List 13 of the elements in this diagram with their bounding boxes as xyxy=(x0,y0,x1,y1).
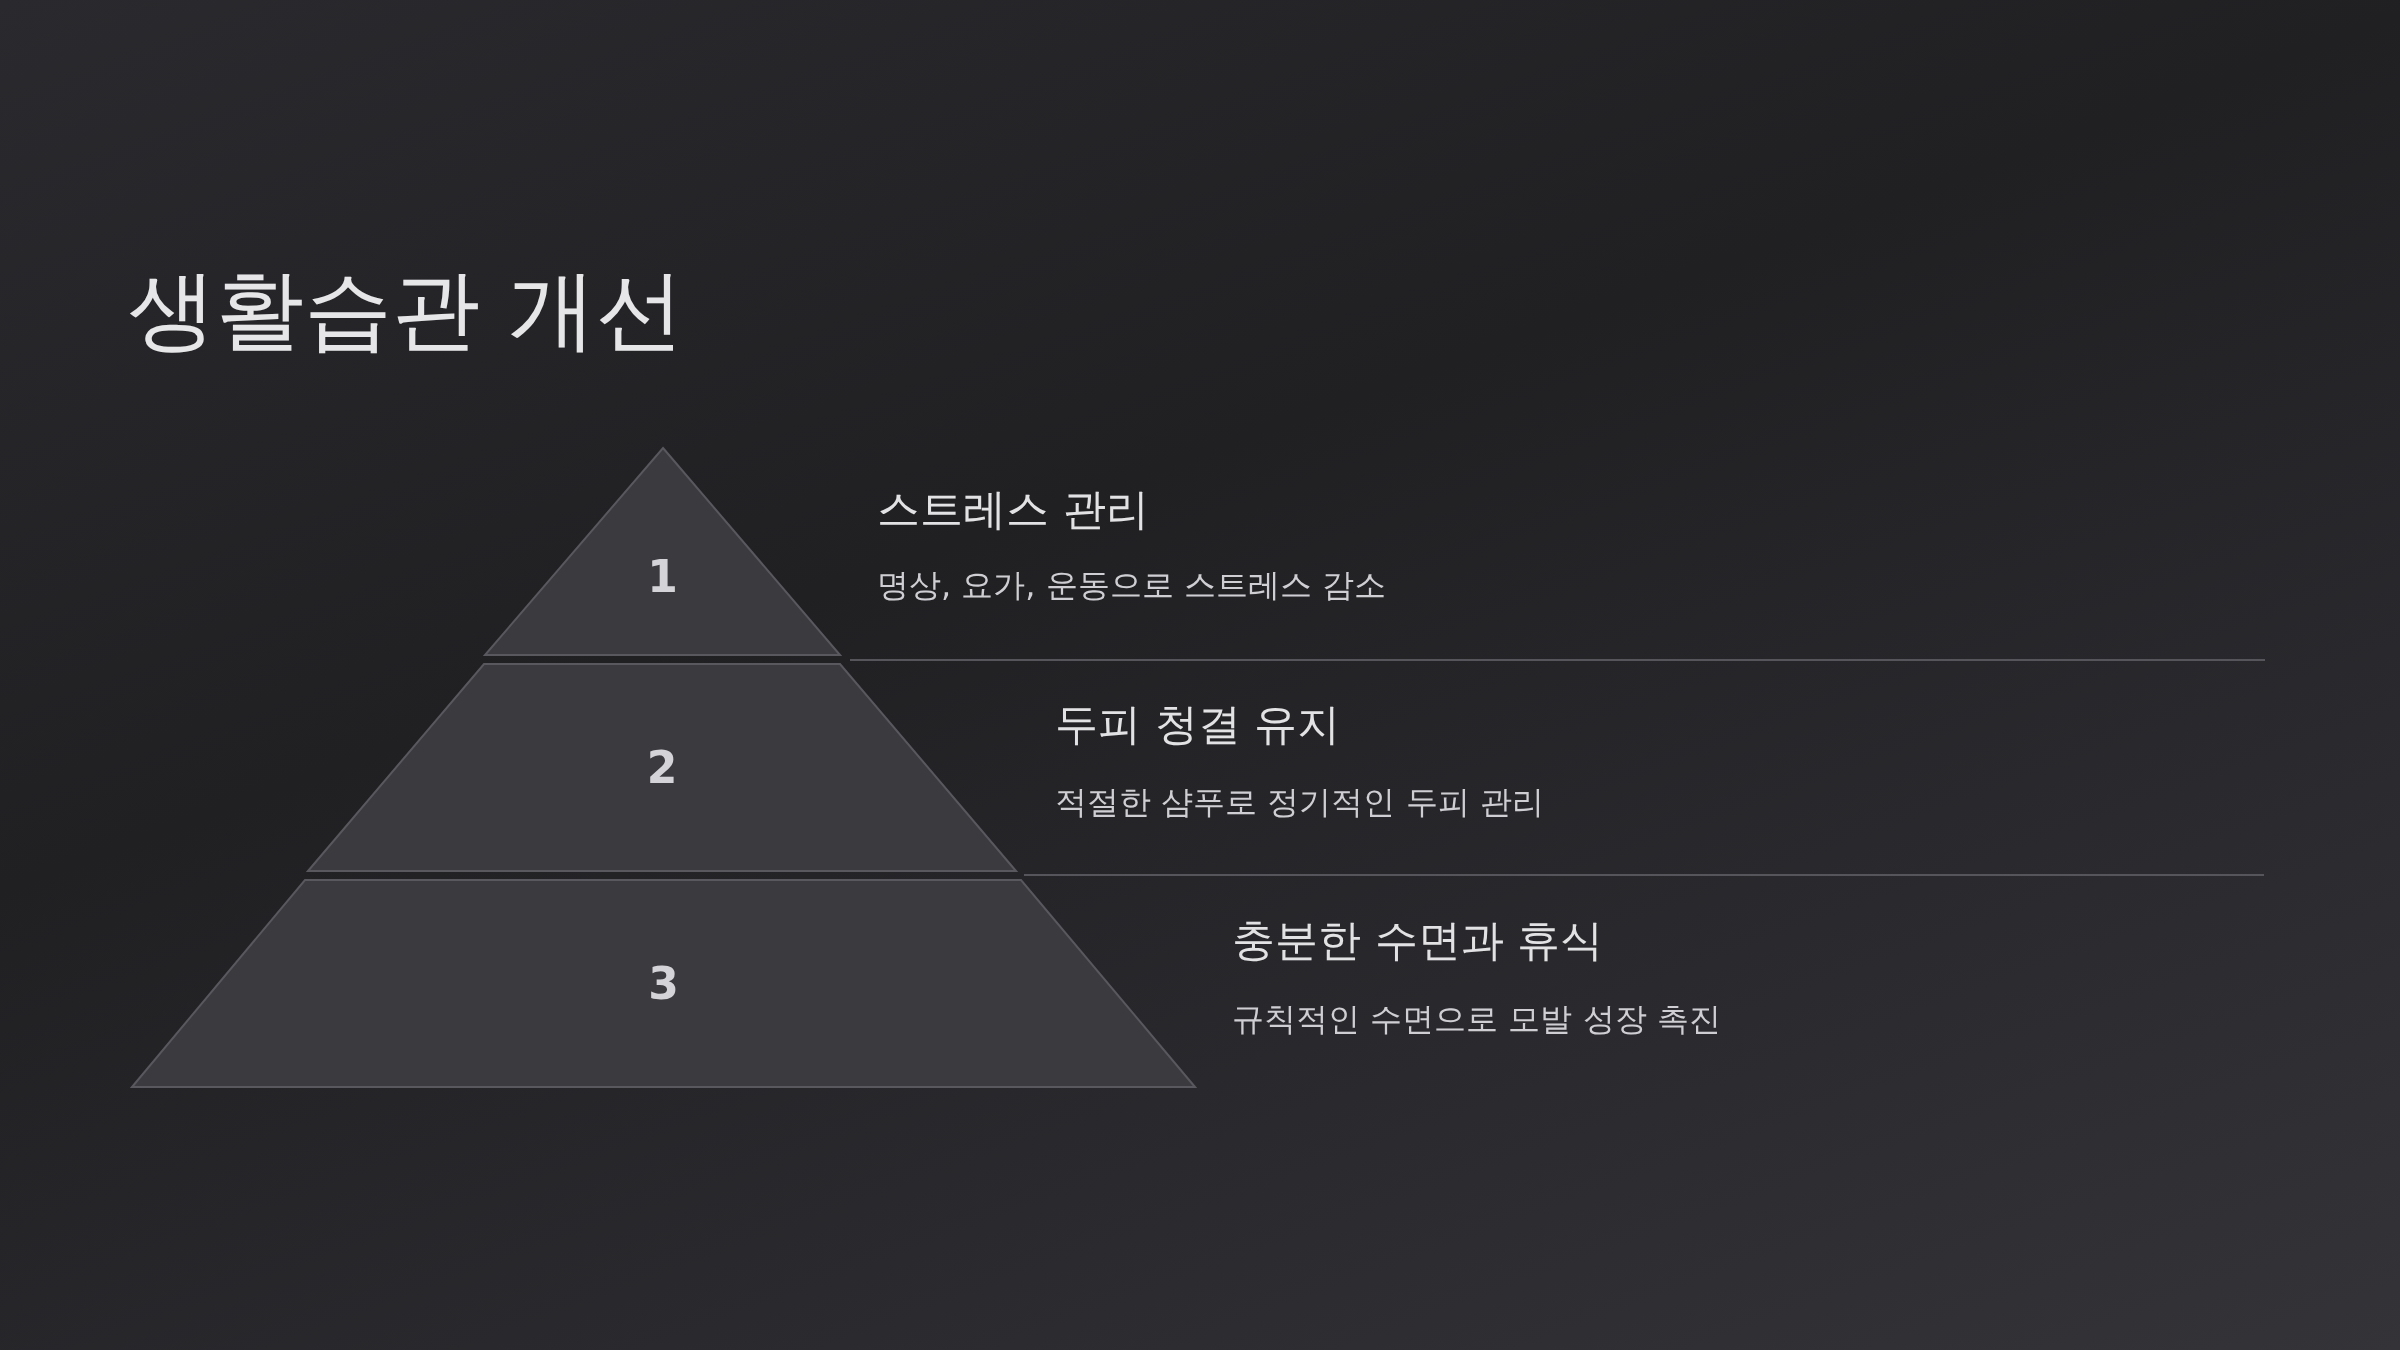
pyramid-tier xyxy=(306,662,1018,873)
tier-number: 1 xyxy=(647,555,678,599)
tier-heading: 충분한 수면과 휴식 xyxy=(1232,915,1604,967)
tier-description: 적절한 샴푸로 정기적인 두피 관리 xyxy=(1055,782,1544,822)
pyramid-tier xyxy=(483,446,842,657)
title: 생활습관 개선 xyxy=(128,262,684,359)
tier-number: 3 xyxy=(648,962,679,1006)
tier-heading: 스트레스 관리 xyxy=(877,484,1149,536)
pyramid-tier xyxy=(130,878,1197,1089)
tier-description: 규칙적인 수면으로 모발 성장 촉진 xyxy=(1232,999,1721,1039)
tier-number: 2 xyxy=(646,746,678,790)
tier-description: 명상, 요가, 운동으로 스트레스 감소 xyxy=(877,565,1387,605)
tier-heading: 두피 청결 유지 xyxy=(1055,699,1341,751)
